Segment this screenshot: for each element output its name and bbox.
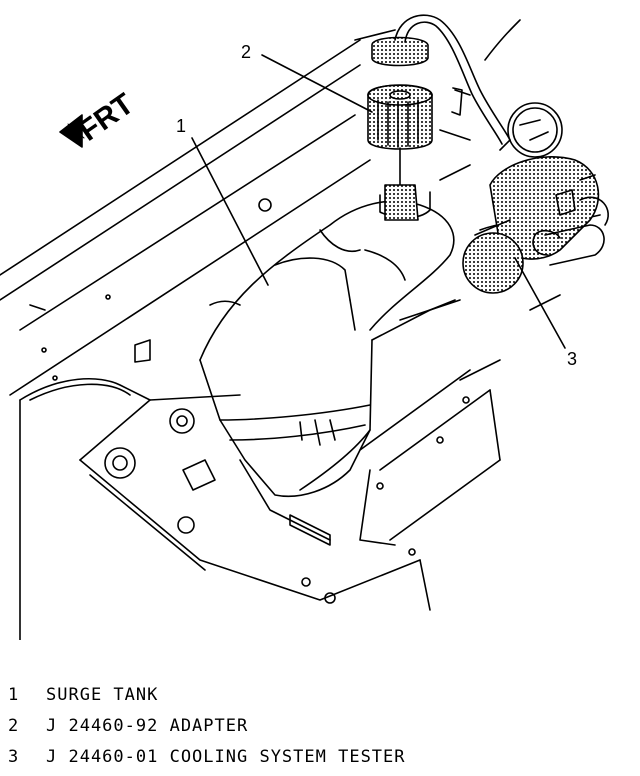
forward-arrow-icon [59,114,85,148]
callout-3: 3 [567,349,577,369]
legend-item: 1 SURGE TANK [8,680,628,711]
parts-legend: 1 SURGE TANK 2 J 24460-92 ADAPTER 3 J 24460… [8,680,628,773]
callout-1: 1 [176,116,186,136]
legend-number: 2 [8,716,20,736]
callout-3-leader [514,257,566,349]
legend-item: 3 J 24460-01 COOLING SYSTEM TESTER [8,742,628,773]
callout-2-leader [261,54,373,113]
tester-hose [394,14,511,151]
callout-2: 2 [241,42,251,62]
legend-text: J 24460-01 COOLING SYSTEM TESTER [46,747,406,767]
adapter [367,36,463,221]
legend-text: SURGE TANK [46,685,159,705]
legend-number: 3 [8,747,20,767]
legend-text: J 24460-92 ADAPTER [46,716,249,736]
radiator-support [19,19,601,640]
surge-tank [199,185,456,498]
callout-1-leader [191,137,269,286]
fender-panel [0,29,396,396]
legend-item: 2 J 24460-92 ADAPTER [8,711,628,742]
cooling-system-tester [462,102,609,294]
direction-label-frt: FRT [73,87,140,147]
engine-bay-diagram: FRT 1 2 3 [0,14,609,640]
legend-number: 1 [8,685,20,705]
